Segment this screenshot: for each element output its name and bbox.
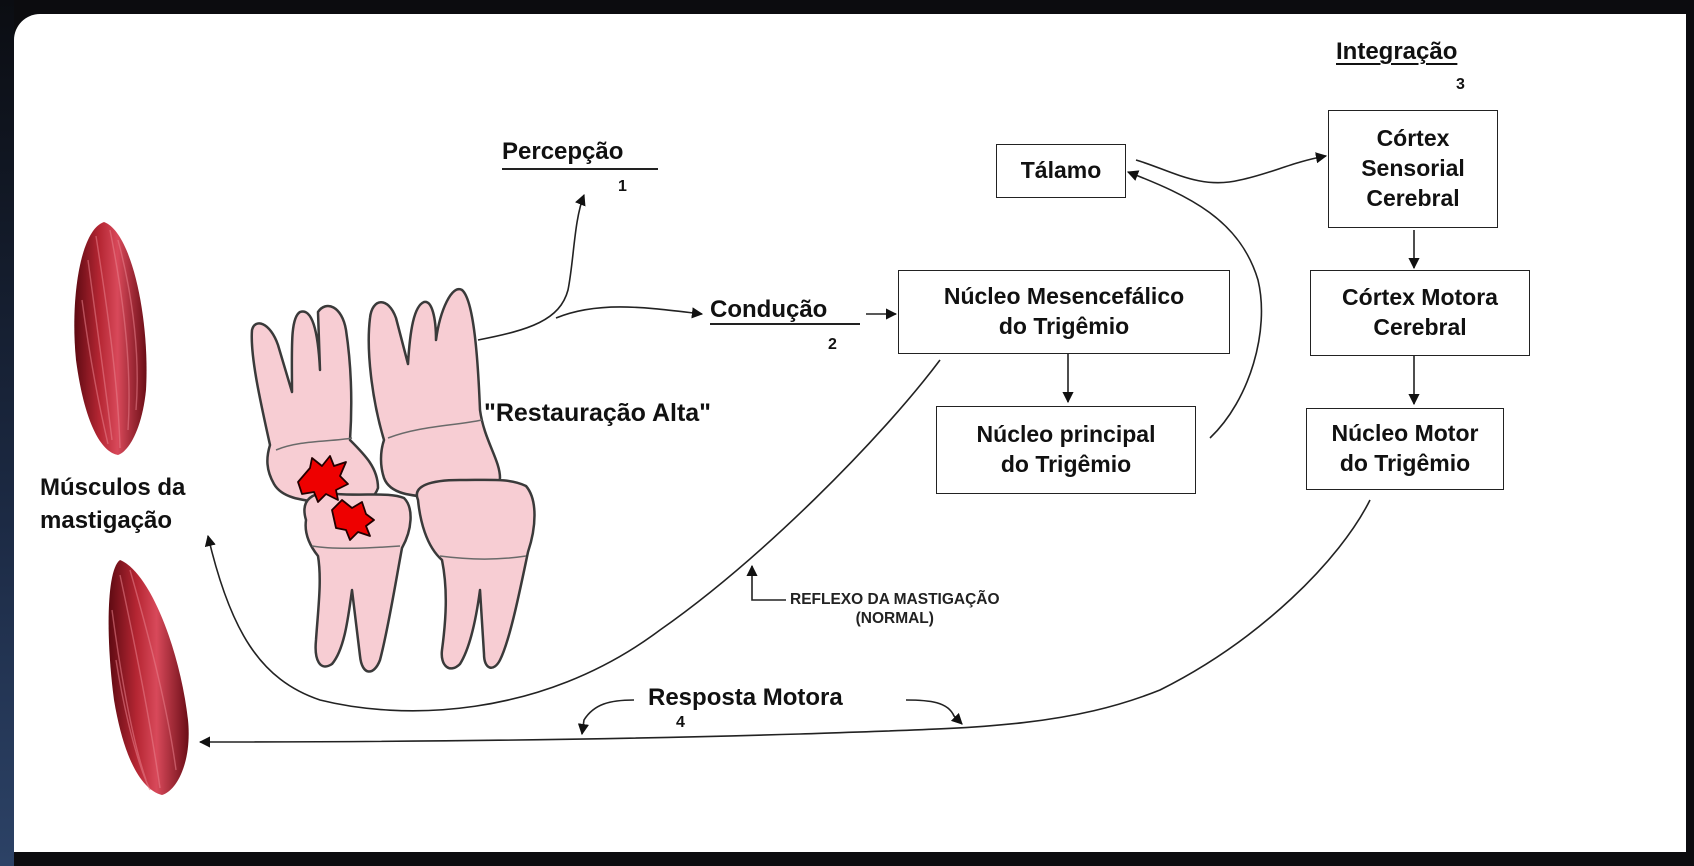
box-sensory-cortex-line3: Cerebral	[1366, 184, 1460, 211]
integration-title: Integração	[1336, 38, 1458, 65]
motor-response-number: 4	[676, 714, 685, 731]
motor-response-path	[198, 499, 1371, 748]
box-principal-line1: Núcleo principal	[976, 421, 1156, 448]
muscles-label: Músculos da mastigação	[40, 474, 185, 536]
tooth-details	[275, 419, 527, 560]
masseter-muscle-bottom	[108, 560, 189, 795]
perception-title: Percepção	[502, 138, 624, 165]
box-mesencephalic-line2: do Trigêmio	[998, 313, 1130, 339]
box-principal-line2: do Trigêmio	[1000, 451, 1132, 477]
reflex-arc-curve	[204, 359, 941, 712]
thalamus-to-sensory-cortex-curve	[1135, 152, 1328, 184]
reflex-label-pointer	[746, 564, 786, 601]
tooth-to-perception-arrow	[477, 193, 586, 341]
muscles-label-line1: Músculos da	[40, 474, 186, 501]
reflex-label-line2: (NORMAL)	[855, 610, 934, 628]
response-bracket-right	[905, 699, 963, 725]
teeth-illustration	[250, 287, 536, 673]
reflex-label-line1: REFLEXO DA MASTIGAÇÃO	[790, 591, 1000, 608]
box-motor-cortex-line2: Cerebral	[1373, 314, 1467, 340]
masseter-muscle-top	[74, 222, 147, 455]
muscles-label-line2: mastigação	[40, 506, 173, 534]
motor-response-title: Resposta Motora	[648, 684, 843, 711]
box-motor-nucleus: Núcleo Motor do Trigêmio	[1306, 408, 1504, 490]
box-thalamus: Tálamo	[996, 144, 1126, 198]
box-mesencephalic-nucleus: Núcleo Mesencefálico do Trigêmio	[898, 270, 1230, 354]
integration-number: 3	[1456, 76, 1465, 93]
box-principal-nucleus: Núcleo principal do Trigêmio	[936, 406, 1196, 494]
restoration-label: "Restauração Alta"	[484, 399, 712, 427]
conduction-number: 2	[828, 336, 837, 353]
box-mesencephalic-line1: Núcleo Mesencefálico	[943, 283, 1185, 310]
conduction-title: Condução	[710, 296, 828, 323]
box-motor-nucleus-line2: do Trigêmio	[1339, 450, 1471, 476]
window-edge	[0, 0, 14, 866]
tooth-to-conduction-arrow	[555, 306, 704, 319]
box-sensory-cortex-line2: Sensorial	[1361, 155, 1465, 182]
response-bracket-left	[577, 699, 635, 736]
restoration-contact-mark	[297, 455, 375, 541]
box-thalamus-line1: Tálamo	[1020, 157, 1102, 184]
box-sensory-cortex-line1: Córtex	[1376, 125, 1450, 152]
reflex-label: REFLEXO DA MASTIGAÇÃO (NORMAL)	[790, 590, 1000, 629]
perception-number: 1	[618, 178, 627, 195]
principal-to-thalamus-curve	[1126, 170, 1263, 439]
box-motor-cortex: Córtex Motora Cerebral	[1310, 270, 1530, 356]
box-sensory-cortex: Córtex Sensorial Cerebral	[1328, 110, 1498, 228]
box-motor-nucleus-line1: Núcleo Motor	[1331, 420, 1479, 447]
box-motor-cortex-line1: Córtex Motora	[1342, 284, 1498, 311]
